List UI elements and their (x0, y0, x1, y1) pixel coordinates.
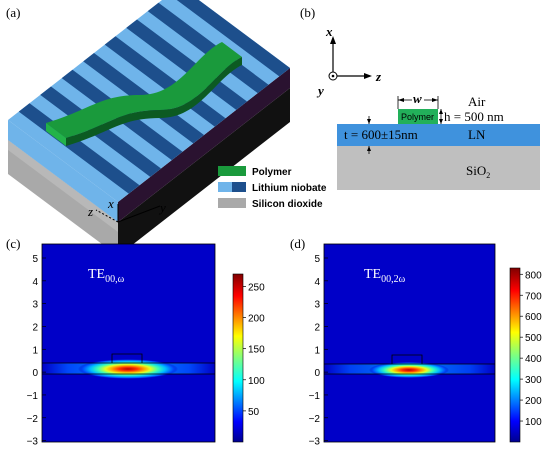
y-tick-label: −1 (309, 391, 321, 402)
panel-label-c: (c) (6, 236, 20, 251)
y-tick-label: −2 (27, 414, 39, 425)
legend-swatch-silicon-dioxide (218, 198, 246, 208)
colorbar-tick-label: 150 (248, 345, 265, 356)
colorbar-tick-label: 200 (248, 314, 265, 325)
cross-section-diagram: x z y Polymer Air LN SiO2 w h = 500 nm t… (316, 24, 540, 190)
colorbar-tick-label: 700 (525, 291, 542, 302)
legend-label-lithium-niobate: Lithium niobate (252, 183, 327, 194)
ln-layer (337, 124, 540, 146)
poling-stripes (18, 0, 290, 194)
colorbar-ticks-c: 250 200 150 100 50 (243, 282, 265, 418)
field-map-c (42, 244, 215, 442)
mode-profile-c (78, 359, 178, 379)
colorbar-c (232, 273, 244, 443)
legend-a: Polymer Lithium niobate Silicon dioxide (218, 166, 327, 210)
y-tick-label: −1 (27, 391, 39, 402)
cs-height-label: h = 500 nm (444, 109, 504, 124)
colorbar-tick-label: 250 (248, 282, 265, 293)
colorbar-tick-label: 500 (525, 333, 542, 344)
mode-label-d: TE00,2ω (364, 267, 406, 285)
y-tick-label: 1 (32, 345, 38, 356)
lithium-niobate-side (118, 68, 290, 222)
cs-polymer-label: Polymer (401, 112, 434, 122)
axis-z-label: z (87, 204, 93, 219)
mode-plot-c: TE00,ω 5 4 3 2 1 0 −1 −2 −3 250 200 150 100 50 (27, 243, 265, 448)
colorbar-d (509, 267, 521, 443)
mode-label-c: TE00,ω (88, 267, 125, 285)
mode-plot-d: TE00,2ω 5 4 3 2 1 0 −1 −2 −3 800 700 600 500 400 300 2… (309, 243, 542, 448)
legend-swatch-polymer (218, 166, 246, 176)
y-tick-label: −3 (27, 437, 39, 448)
cs-axis-x: x (325, 24, 333, 39)
y-axis-d: 5 4 3 2 1 0 −1 −2 −3 (309, 254, 328, 448)
y-tick-label: −2 (309, 414, 321, 425)
cs-axis-y: y (316, 83, 324, 98)
y-tick-label: 1 (314, 345, 320, 356)
axes-3d: x z y (87, 196, 166, 223)
axis-y-label: y (158, 200, 166, 215)
y-tick-label: 0 (314, 368, 320, 379)
y-tick-label: 5 (314, 254, 320, 265)
y-tick-label: 5 (32, 254, 38, 265)
waveguide-3d-illustration: x z y (8, 0, 290, 256)
legend-label-polymer: Polymer (252, 167, 292, 178)
y-axis-c: 5 4 3 2 1 0 −1 −2 −3 (27, 254, 46, 448)
cs-axis-z: z (375, 69, 382, 84)
colorbar-tick-label: 300 (525, 375, 542, 386)
cs-ln-label: LN (468, 127, 486, 142)
cs-sio2-label: SiO2 (466, 163, 490, 180)
field-map-d (324, 244, 495, 442)
y-tick-label: 2 (32, 322, 38, 333)
y-tick-label: 4 (32, 277, 38, 288)
y-tick-label: 3 (314, 300, 320, 311)
poling-stripe (126, 19, 247, 110)
legend-label-silicon-dioxide: Silicon dioxide (252, 199, 323, 210)
panel-label-d: (d) (290, 236, 305, 251)
y-tick-label: 3 (32, 300, 38, 311)
colorbar-tick-label: 50 (248, 407, 260, 418)
polymer-strip (46, 42, 242, 146)
colorbar-tick-label: 200 (525, 396, 542, 407)
y-tick-label: −3 (309, 437, 321, 448)
colorbar-tick-label: 600 (525, 312, 542, 323)
colorbar-ticks-d: 800 700 600 500 400 300 200 100 (520, 270, 542, 428)
panel-label-a: (a) (6, 5, 20, 20)
colorbar-tick-label: 400 (525, 354, 542, 365)
polymer-ridge (398, 109, 438, 124)
colorbar-tick-label: 100 (525, 417, 542, 428)
poling-stripe (176, 0, 290, 77)
sio2-layer (337, 146, 540, 190)
y-tick-label: 4 (314, 277, 320, 288)
axis-x-label: x (107, 196, 114, 211)
y-tick-label: 0 (32, 368, 38, 379)
cs-air-label: Air (468, 94, 486, 109)
cs-thickness-label: t = 600±15nm (344, 127, 418, 142)
lithium-niobate-front (8, 120, 118, 222)
colorbar-tick-label: 100 (248, 376, 265, 387)
legend-swatch-lithium-niobate (232, 182, 246, 192)
y-tick-label: 2 (314, 322, 320, 333)
colorbar-tick-label: 800 (525, 270, 542, 281)
poling-stripe (147, 2, 269, 94)
substrate-side (118, 88, 290, 256)
mode-profile-d (369, 362, 449, 378)
cs-width-label: w (413, 91, 422, 106)
panel-label-b: (b) (300, 5, 315, 20)
